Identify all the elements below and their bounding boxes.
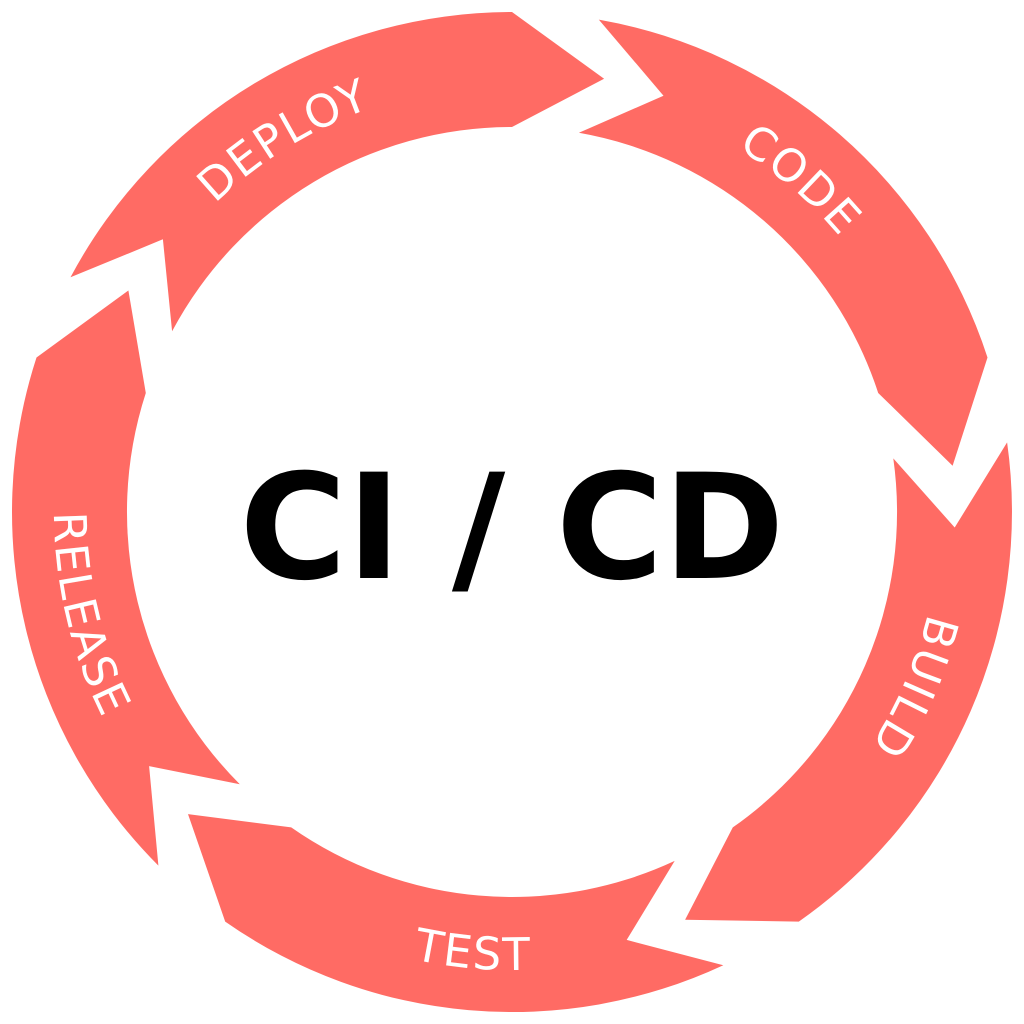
label-test: TEST xyxy=(410,918,532,981)
segment-release xyxy=(12,290,240,866)
segment-test xyxy=(188,814,724,1013)
segment-build xyxy=(685,442,1012,922)
cycle-segments xyxy=(12,12,1012,1013)
center-title: CI / CD xyxy=(240,443,785,613)
label-text-test: TEST xyxy=(410,918,530,981)
segment-deploy xyxy=(70,12,605,332)
segment-code xyxy=(578,19,988,466)
